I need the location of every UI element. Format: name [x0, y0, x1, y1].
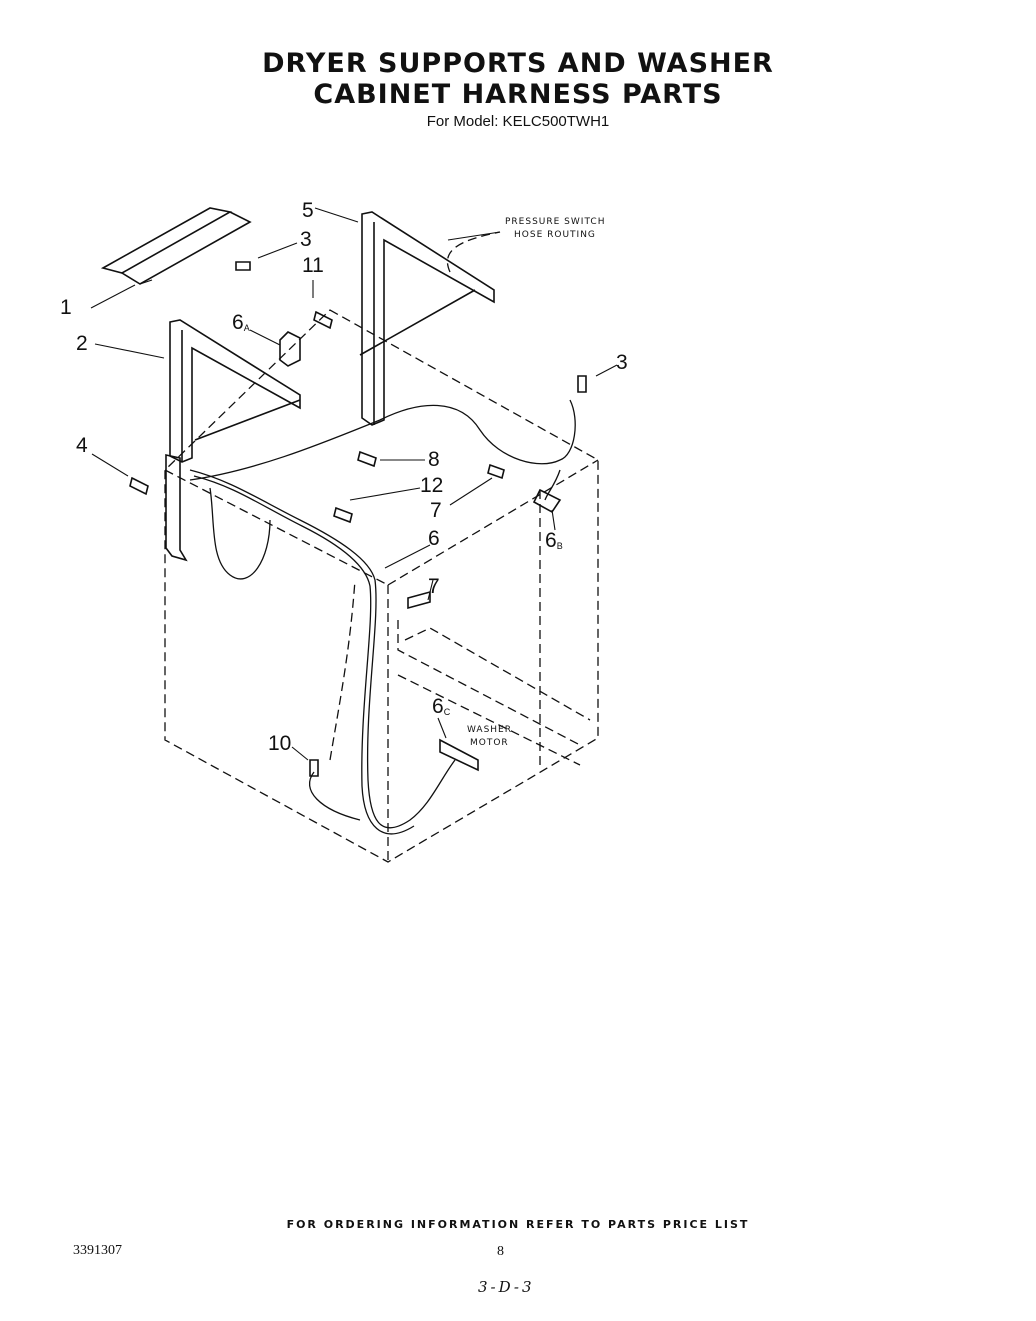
model-number: For Model: KELC500TWH1: [426, 113, 610, 130]
callout-6a: 6A: [232, 312, 250, 337]
callout-6c-number: 6: [432, 695, 444, 718]
callout-6c-suffix: C: [443, 707, 451, 717]
callout-4: 4: [76, 434, 88, 457]
callout-8: 8: [428, 448, 440, 471]
page-number: 8: [497, 1244, 504, 1259]
callout-6b: 6B: [545, 530, 563, 555]
callout-6b-number: 6: [545, 529, 557, 552]
washer-cabinet-outline: [164, 309, 599, 863]
callout-leaders: [90, 207, 618, 761]
callout-6: 6: [428, 527, 440, 550]
callout-3-top: 3: [300, 228, 312, 251]
connector-6b: [532, 488, 562, 514]
callout-12: 12: [420, 474, 444, 497]
right-dryer-support: [359, 211, 495, 426]
callout-6a-number: 6: [232, 311, 244, 334]
connector-6a: [279, 331, 301, 367]
wiring-harness: [189, 399, 576, 835]
pressure-switch-note-line-1: PRESSURE SWITCH: [505, 217, 606, 227]
callout-7-upper: 7: [430, 499, 442, 522]
callout-6c: 6C: [432, 696, 450, 721]
callout-7-lower: 7: [428, 575, 440, 598]
callout-10: 10: [268, 732, 292, 755]
callout-1: 1: [60, 296, 72, 319]
callout-5: 5: [302, 199, 314, 222]
screws: [129, 261, 587, 777]
callout-2: 2: [76, 332, 88, 355]
callout-6b-suffix: B: [556, 541, 563, 551]
clips: [313, 310, 505, 610]
page-title-line-2: CABINET HARNESS PARTS: [313, 79, 723, 110]
left-dryer-support: [169, 319, 301, 463]
pressure-switch-hose: [329, 231, 501, 761]
page-title-line-1: DRYER SUPPORTS AND WASHER: [262, 48, 774, 79]
callout-6a-suffix: A: [243, 323, 250, 333]
dryer-support-bracket: [100, 207, 252, 285]
washer-motor-note-line-1: WASHER: [467, 725, 512, 735]
connector-6c: [439, 738, 479, 772]
washer-motor-note-line-2: MOTOR: [470, 738, 509, 748]
document-number: 3391307: [73, 1243, 122, 1258]
handwritten-code: 3-D-3: [478, 1278, 535, 1296]
ordering-info: FOR ORDERING INFORMATION REFER TO PARTS …: [286, 1218, 750, 1231]
left-rail: [165, 454, 188, 562]
pressure-switch-note-line-2: HOSE ROUTING: [514, 230, 596, 240]
callout-11: 11: [302, 254, 324, 277]
callout-3-right: 3: [616, 351, 628, 374]
